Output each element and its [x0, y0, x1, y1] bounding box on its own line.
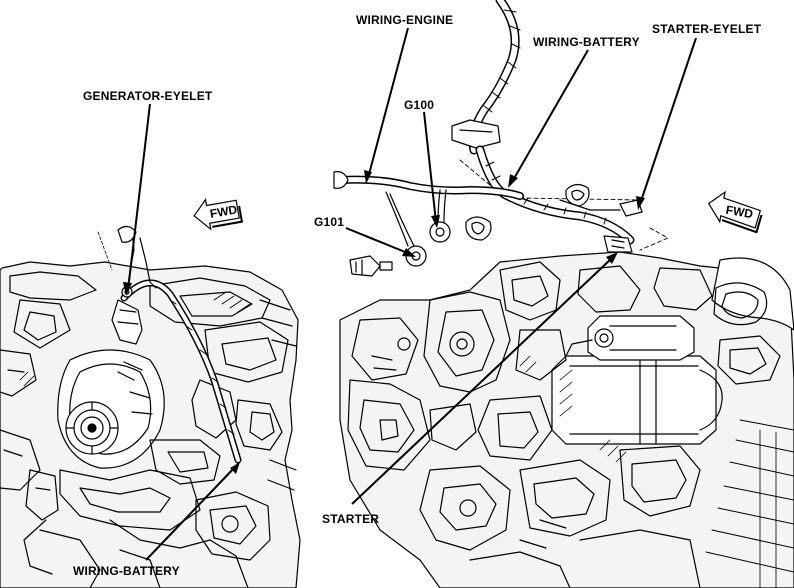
fwd-arrow-right: FWD: [707, 190, 763, 234]
label-starter: STARTER: [322, 512, 380, 526]
leader-wiring-engine: [367, 27, 409, 179]
fwd-label-left: FWD: [209, 202, 239, 221]
leader-wiring-battery-right: [511, 49, 589, 183]
starter-motor: [551, 315, 723, 445]
leader-wiring-battery-left: [145, 465, 237, 561]
leader-starter: [351, 257, 613, 505]
leader-generator-eyelet: [127, 103, 151, 291]
label-wiring-battery-right: WIRING-BATTERY: [533, 35, 640, 49]
label-wiring-battery-left: WIRING-BATTERY: [73, 564, 180, 578]
label-generator-eyelet: GENERATOR-EYELET: [83, 89, 213, 103]
leader-g101: [345, 227, 411, 255]
fwd-arrow-left: FWD: [193, 198, 244, 231]
label-wiring-engine: WIRING-ENGINE: [356, 13, 454, 27]
label-g100: G100: [404, 98, 435, 112]
engine-harness-branch: [333, 171, 524, 200]
label-g101: G101: [314, 215, 345, 229]
label-starter-eyelet: STARTER-EYELET: [652, 22, 762, 36]
battery-cable-left: [120, 279, 242, 464]
generator: [57, 299, 165, 469]
leader-g100: [423, 111, 437, 223]
leader-starter-eyelet: [639, 37, 697, 205]
leader-lines: [123, 27, 697, 561]
battery-cable-right: [475, 145, 635, 245]
right-transmission-view: [339, 251, 794, 588]
left-engine-view: [0, 261, 301, 588]
fwd-label-right: FWD: [725, 203, 755, 222]
